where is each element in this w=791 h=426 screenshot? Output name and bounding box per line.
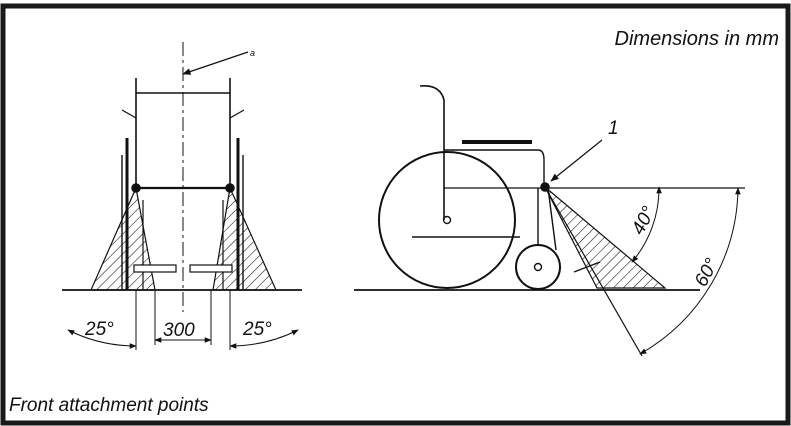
marker-a-label: a [250,48,255,58]
front-angle-right-label: 25° [242,319,272,340]
side-view [354,84,745,357]
front-angle-arc-right [229,329,299,349]
side-angle-60-label: 60° [691,255,723,291]
side-angle-40-label: 40° [628,203,660,239]
side-line-60 [544,186,643,357]
border-frame [0,3,791,426]
front-angle-left-label: 25° [84,319,114,340]
side-rear-wheel [378,151,516,289]
front-angle-arc-left [67,329,137,349]
side-cone [544,186,667,289]
side-callout-leader [550,139,603,182]
side-angle-arc-60 [639,187,741,355]
front-track-width-label: 300 [163,320,195,341]
side-front-caster [515,244,561,290]
front-leader-a [182,51,249,75]
units-note: Dimensions in mm [614,28,779,50]
callout-1-label: 1 [608,118,619,139]
figure-caption: Front attachment points [9,395,209,416]
front-view [62,42,302,350]
front-cone-left [90,185,156,291]
